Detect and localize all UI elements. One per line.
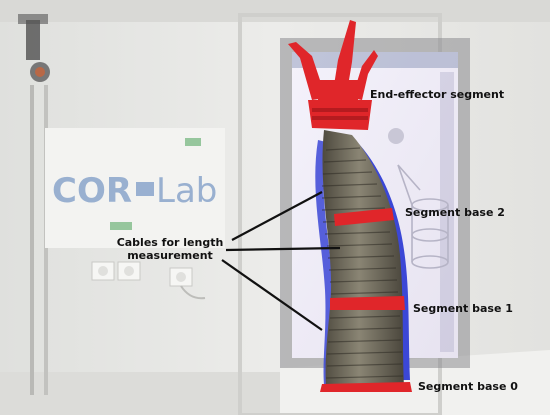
label-segment-base-1: Segment base 1	[413, 302, 513, 315]
label-cables-line-2: measurement	[127, 249, 213, 262]
pointer-line-upper	[231, 191, 323, 241]
cor-lab-sign: COR Lab	[45, 128, 225, 248]
label-cables-line-1: Cables for length	[116, 236, 224, 249]
sign-text-cor: COR	[52, 171, 132, 211]
label-end-effector-segment: End-effector segment	[370, 88, 505, 101]
robot-body	[322, 130, 404, 388]
end-effector-gripper	[288, 20, 378, 130]
power-sockets	[91, 261, 206, 300]
sign-dash	[136, 182, 154, 196]
segment-base-1-ring	[330, 296, 405, 310]
label-segment-base-2: Segment base 2	[405, 206, 505, 219]
ceiling	[0, 0, 550, 22]
label-cables-for-length-measurement: Cables for length measurement	[110, 236, 230, 262]
sign-text-lab: Lab	[156, 171, 217, 211]
segment-base-2-ring	[334, 208, 394, 226]
label-segment-base-0: Segment base 0	[418, 380, 518, 393]
annotation-lines	[221, 191, 341, 331]
segment-base-0-ring	[320, 382, 412, 392]
robot-arm	[288, 20, 412, 392]
pointer-line-middle	[225, 246, 341, 252]
pointer-line-lower	[221, 259, 323, 331]
